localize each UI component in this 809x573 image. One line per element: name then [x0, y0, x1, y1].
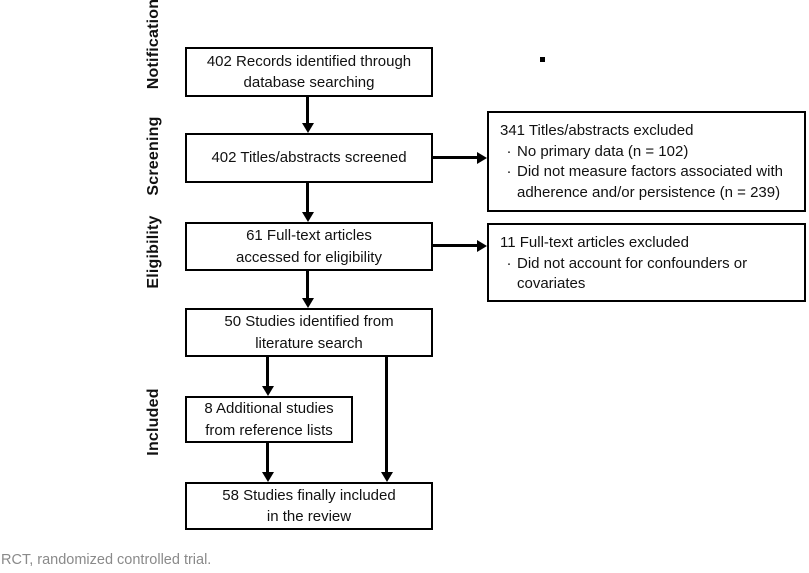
bullet-icon: ·: [506, 254, 512, 272]
exclusion-title: 341 Titles/abstracts excluded: [500, 122, 694, 139]
exclusion-bullet: · Did not measure factors associated wit…: [501, 162, 794, 203]
exclusion-title: 11 Full-text articles excluded: [500, 234, 689, 251]
exclusion-box-titles-excluded: 341 Titles/abstracts excluded · No prima…: [487, 111, 806, 212]
footnote-abbreviation: RCT, randomized controlled trial.: [1, 552, 212, 568]
stage-label-screening: Screening: [145, 116, 162, 196]
flow-box-records-identified: 402 Records identified through database …: [185, 47, 433, 97]
flow-box-text: 58 Studies finally included in the revie…: [222, 486, 396, 525]
exclusion-bullet: · Did not account for confounders or cov…: [501, 254, 794, 295]
stage-label-eligibility: Eligibility: [145, 215, 162, 289]
arrow-records-to-screened: [306, 97, 309, 123]
stage-label-notification: Notification: [145, 0, 162, 90]
flow-box-text: 61 Full-text articles accessed for eligi…: [236, 227, 382, 266]
flow-box-titles-screened: 402 Titles/abstracts screened: [185, 133, 433, 183]
flow-box-text: 402 Records identified through database …: [206, 52, 412, 91]
stray-dot-mark: [540, 57, 545, 62]
arrow-screened-to-excluded: [433, 156, 477, 159]
exclusion-bullet-text: No primary data (n = 102): [517, 142, 689, 160]
exclusion-box-fulltext-excluded: 11 Full-text articles excluded · Did not…: [487, 223, 806, 302]
flow-box-text: 8 Additional studies from reference list…: [204, 400, 334, 439]
flow-box-text: 402 Titles/abstracts screened: [211, 149, 407, 167]
stage-label-included: Included: [145, 388, 162, 456]
arrow-identified-to-additional: [266, 357, 269, 386]
flow-box-additional-studies: 8 Additional studies from reference list…: [185, 396, 353, 443]
arrow-additional-to-included: [266, 443, 269, 472]
exclusion-bullet-text: Did not measure factors associated with …: [517, 163, 783, 202]
bullet-icon: ·: [506, 142, 512, 160]
exclusion-bullet-text: Did not account for confounders or covar…: [517, 254, 748, 293]
bullet-icon: ·: [506, 163, 512, 181]
flow-box-text: 50 Studies identified from literature se…: [224, 313, 394, 352]
arrow-screened-to-fulltext: [306, 183, 309, 212]
arrow-fulltext-to-excluded: [433, 244, 477, 247]
exclusion-bullet: · No primary data (n = 102): [501, 142, 794, 163]
arrow-fulltext-to-identified: [306, 271, 309, 298]
flow-box-fulltext-accessed: 61 Full-text articles accessed for eligi…: [185, 222, 433, 271]
flow-box-studies-identified: 50 Studies identified from literature se…: [185, 308, 433, 357]
flow-box-studies-included: 58 Studies finally included in the revie…: [185, 482, 433, 530]
arrow-identified-to-included: [385, 357, 388, 472]
